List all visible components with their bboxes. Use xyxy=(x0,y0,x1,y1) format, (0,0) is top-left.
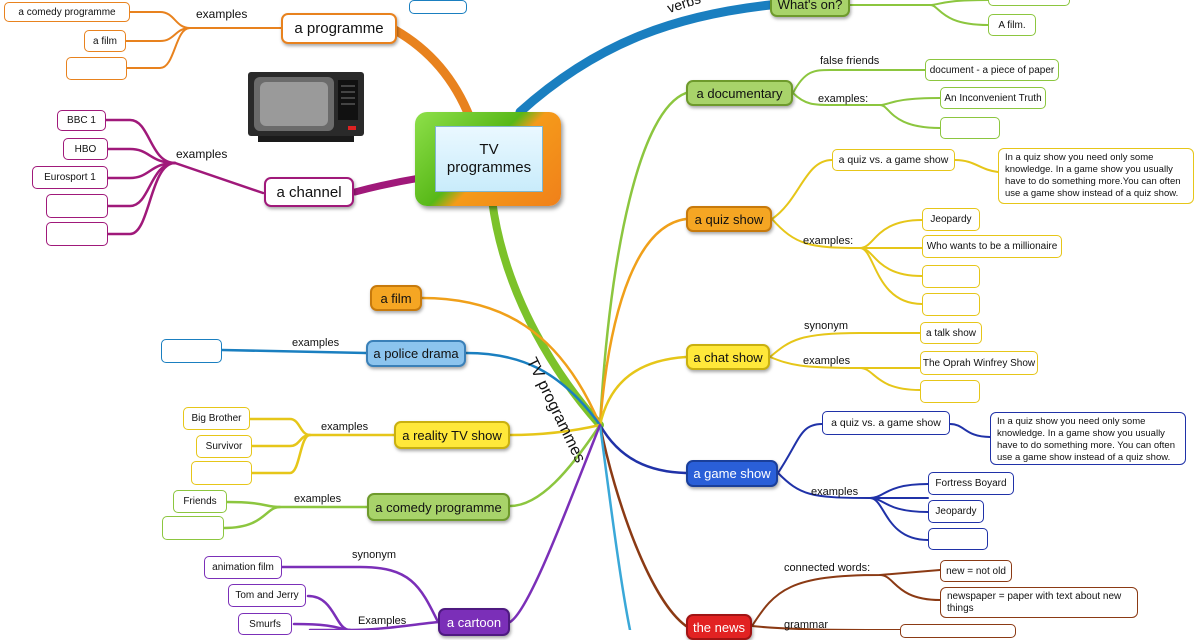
node-document-ff[interactable]: document - a piece of paper xyxy=(925,59,1059,81)
node-channel-blank-1[interactable] xyxy=(46,194,108,218)
label-cartoon-synonym: synonym xyxy=(352,549,397,561)
node-cartoon[interactable]: a cartoon xyxy=(438,608,510,636)
node-quiz-show[interactable]: a quiz show xyxy=(686,206,772,232)
label-chat-examples: examples xyxy=(803,355,851,367)
label-reality-examples: examples xyxy=(321,421,369,433)
node-game-vs-quiz[interactable]: a quiz vs. a game show xyxy=(822,411,950,435)
label-cartoon-examples: Examples xyxy=(358,615,407,627)
node-game-blank[interactable] xyxy=(928,528,988,550)
node-film-top[interactable]: a film xyxy=(84,30,126,52)
node-smurfs[interactable]: Smurfs xyxy=(238,613,292,635)
node-quiz-blank-1[interactable] xyxy=(922,265,980,288)
node-game-show[interactable]: a game show xyxy=(686,460,778,487)
node-comedy-blank[interactable] xyxy=(162,516,224,540)
label-connected-words: connected words: xyxy=(784,562,871,574)
note-game-vs-quiz: In a quiz show you need only some knowle… xyxy=(990,412,1186,465)
node-reality-blank[interactable] xyxy=(191,461,252,485)
node-quiz-vs-game[interactable]: a quiz vs. a game show xyxy=(832,149,955,171)
node-millionaire[interactable]: Who wants to be a millionaire xyxy=(922,235,1062,258)
branch-verbs xyxy=(515,0,775,117)
label-police-examples: examples xyxy=(292,337,340,349)
branch-channel xyxy=(351,174,424,196)
node-newspaper[interactable]: newspaper = paper with text about new th… xyxy=(940,587,1138,618)
node-comedy-programme[interactable]: a comedy programme xyxy=(367,493,510,521)
node-bbc1[interactable]: BBC 1 xyxy=(57,110,106,131)
node-grammar-blank[interactable] xyxy=(900,624,1016,638)
node-oprah[interactable]: The Oprah Winfrey Show xyxy=(920,351,1038,375)
node-jeopardy-quiz[interactable]: Jeopardy xyxy=(922,208,980,231)
node-channel[interactable]: a channel xyxy=(264,177,354,207)
branch-programme xyxy=(390,25,475,123)
node-hbo[interactable]: HBO xyxy=(63,138,108,160)
node-whats-on-blank[interactable] xyxy=(988,0,1070,6)
node-talk-show[interactable]: a talk show xyxy=(920,322,982,344)
label-quiz-examples: examples: xyxy=(803,235,854,247)
label-grammar: grammar xyxy=(784,619,829,631)
node-whats-on[interactable]: What's on? xyxy=(770,0,850,17)
node-documentary[interactable]: a documentary xyxy=(686,80,793,106)
node-news[interactable]: the news xyxy=(686,614,752,640)
label-comedy-examples: examples xyxy=(294,493,342,505)
node-chat-show[interactable]: a chat show xyxy=(686,344,770,370)
node-big-brother[interactable]: Big Brother xyxy=(183,407,250,430)
tv-set-icon xyxy=(248,72,364,142)
label-channel-examples: examples xyxy=(176,147,228,161)
node-programme-blank[interactable] xyxy=(66,57,127,80)
label-false-friends: false friends xyxy=(820,55,880,67)
node-animation-film[interactable]: animation film xyxy=(204,556,282,579)
node-documentary-blank[interactable] xyxy=(940,117,1000,139)
node-a-film-whats-on[interactable]: A film. xyxy=(988,14,1036,36)
label-chat-synonym: synonym xyxy=(804,320,849,332)
node-reality-tv[interactable]: a reality TV show xyxy=(394,421,510,449)
node-police-blank[interactable] xyxy=(161,339,222,363)
node-friends[interactable]: Friends xyxy=(173,490,227,513)
node-film-left[interactable]: a film xyxy=(370,285,422,311)
label-game-examples: examples xyxy=(811,486,859,498)
node-tom-and-jerry[interactable]: Tom and Jerry xyxy=(228,584,306,607)
note-quiz-vs-game: In a quiz show you need only some knowle… xyxy=(998,148,1194,204)
node-inconvenient-truth[interactable]: An Inconvenient Truth xyxy=(940,87,1046,109)
label-documentary-examples: examples: xyxy=(818,93,869,105)
node-top-blue-blank[interactable] xyxy=(409,0,467,14)
node-quiz-blank-2[interactable] xyxy=(922,293,980,316)
node-channel-blank-2[interactable] xyxy=(46,222,108,246)
node-chat-blank[interactable] xyxy=(920,380,980,403)
node-survivor[interactable]: Survivor xyxy=(196,435,252,458)
node-fortress-boyard[interactable]: Fortress Boyard xyxy=(928,472,1014,495)
node-police-drama[interactable]: a police drama xyxy=(366,340,466,367)
node-jeopardy-game[interactable]: Jeopardy xyxy=(928,500,984,523)
node-programme[interactable]: a programme xyxy=(281,13,397,44)
label-programme-examples: examples xyxy=(196,7,248,21)
node-comedy-programme-top[interactable]: a comedy programme xyxy=(4,2,130,22)
node-new-not-old[interactable]: new = not old xyxy=(940,560,1012,582)
node-eurosport1[interactable]: Eurosport 1 xyxy=(32,166,108,189)
